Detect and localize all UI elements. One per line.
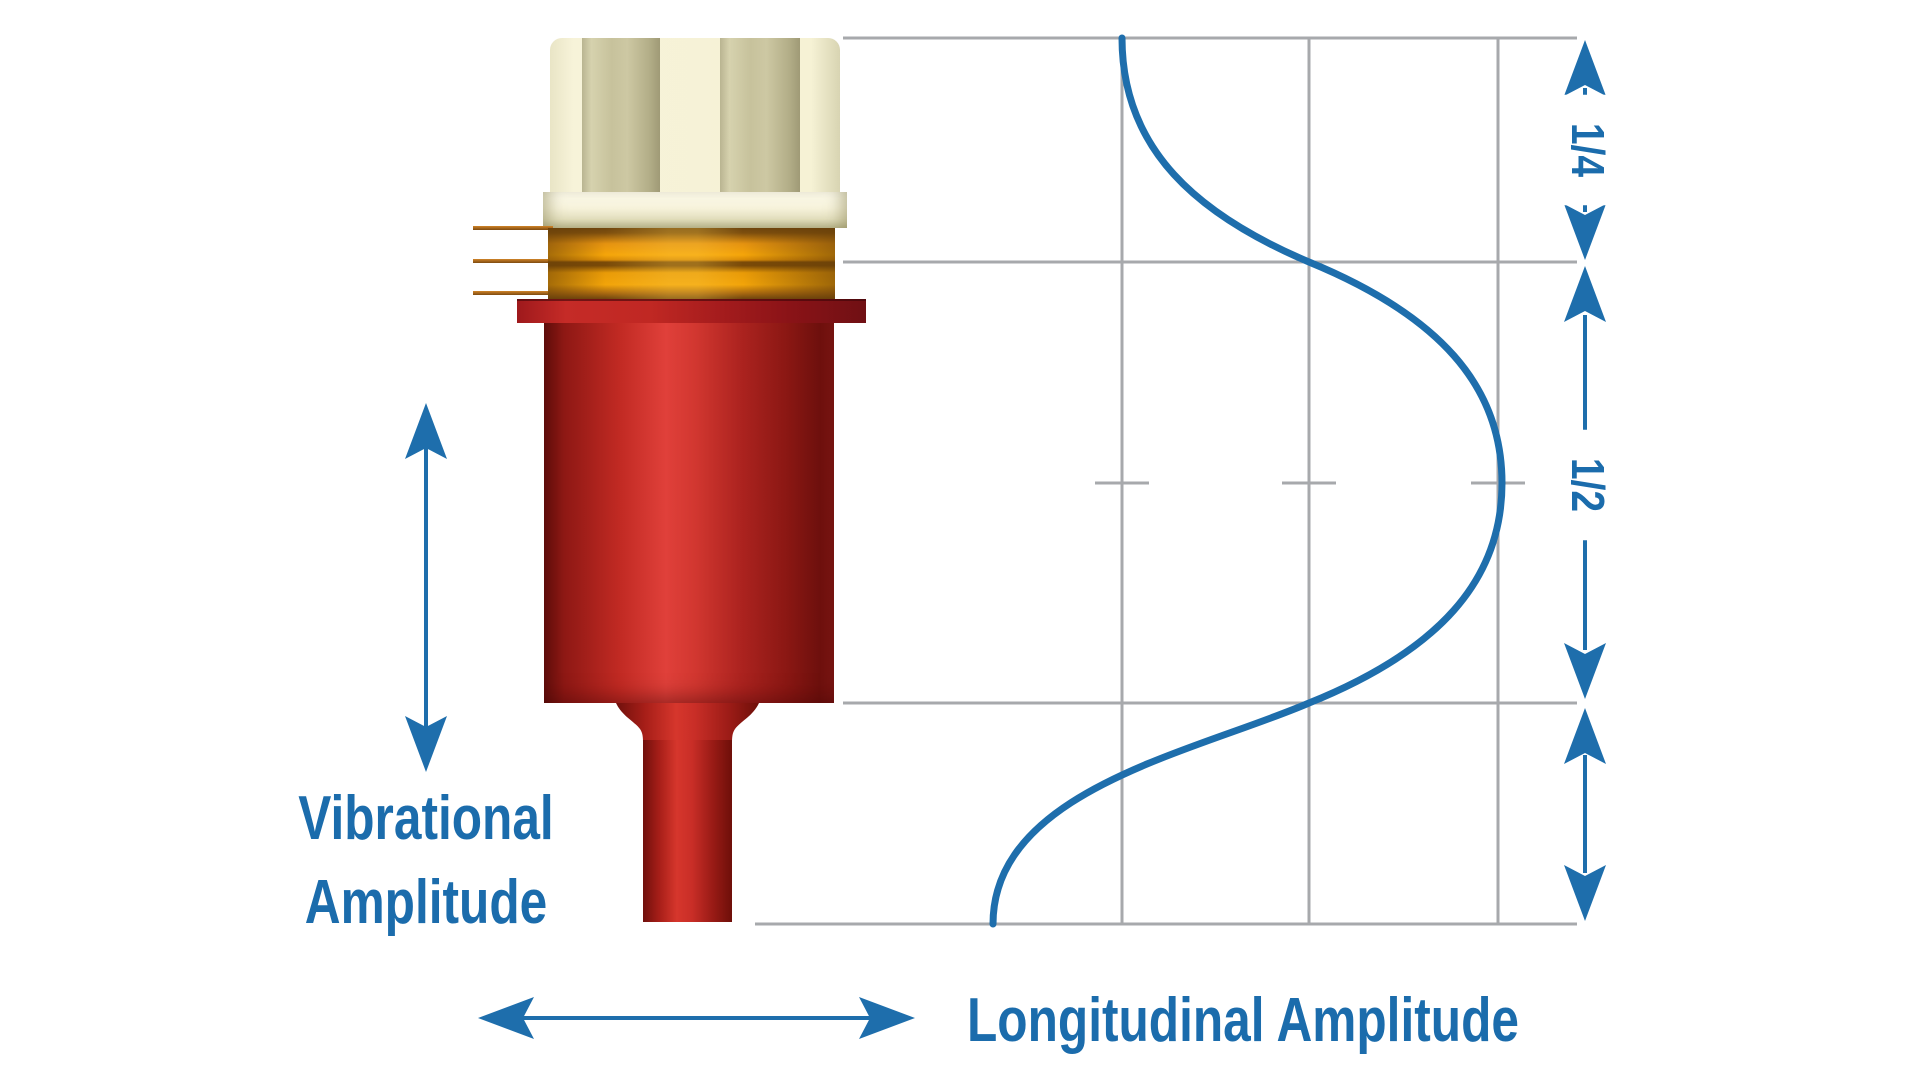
arrow-right-icon bbox=[859, 997, 915, 1039]
amplitude-curve bbox=[989, 34, 1506, 928]
copper-electrode-stack bbox=[548, 228, 835, 299]
transducer-insulator-top bbox=[550, 38, 840, 192]
arrow-up-icon bbox=[1564, 708, 1606, 764]
longitudinal-amplitude-label: Longitudinal Amplitude bbox=[967, 986, 1519, 1055]
electrode-wire-2 bbox=[473, 259, 553, 263]
electrode-wire-3 bbox=[473, 291, 553, 295]
transducer-insulator-collar bbox=[543, 192, 847, 228]
longitudinal-amplitude-arrow bbox=[478, 997, 915, 1039]
arrow-down-icon bbox=[1564, 865, 1606, 921]
arrow-down-icon bbox=[1564, 643, 1606, 699]
stem-quarter-dimension-arrow bbox=[1564, 708, 1606, 921]
arrow-up-icon bbox=[1564, 266, 1606, 322]
arrow-up-icon bbox=[1564, 40, 1606, 96]
quarter-wave-label: 1/4 bbox=[1560, 94, 1616, 206]
electrode-wire-1 bbox=[473, 226, 553, 230]
half-wave-label: 1/2 bbox=[1560, 429, 1616, 541]
mounting-flange bbox=[517, 299, 866, 323]
arrow-down-icon bbox=[405, 716, 447, 772]
vibrational-amplitude-label-line2: Amplitude bbox=[304, 868, 548, 937]
vibrational-amplitude-arrow bbox=[405, 403, 447, 772]
body-to-stem-taper bbox=[616, 703, 759, 742]
arrow-left-icon bbox=[478, 997, 534, 1039]
vibrational-amplitude-label-line1: Vibrational bbox=[298, 784, 554, 853]
grid-lines bbox=[755, 36, 1577, 926]
transducer-body bbox=[544, 323, 834, 703]
arrow-down-icon bbox=[1564, 204, 1606, 260]
output-stem bbox=[643, 740, 732, 922]
arrow-up-icon bbox=[405, 403, 447, 459]
